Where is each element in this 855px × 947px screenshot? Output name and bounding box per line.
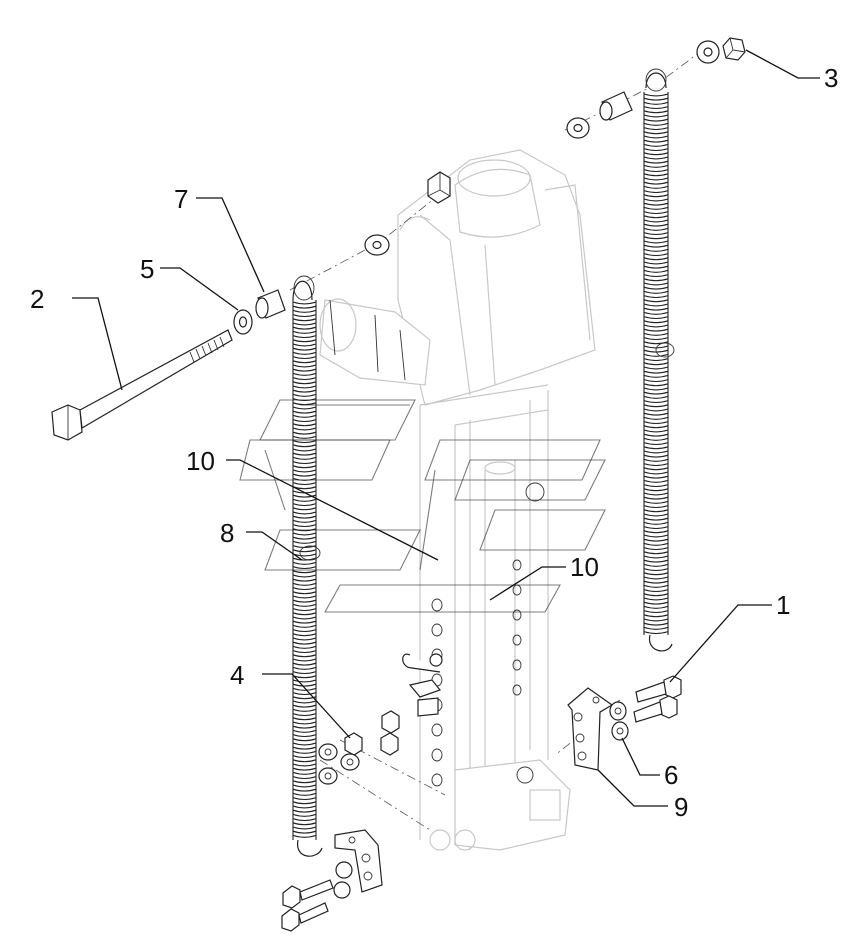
washer-part-5 bbox=[233, 309, 253, 335]
callout-7: 7 bbox=[174, 184, 188, 214]
callout-10-lower: 10 bbox=[570, 552, 599, 582]
nuts-washers-part-4 bbox=[318, 710, 400, 785]
lower-bolts-washers bbox=[281, 861, 353, 932]
washer-upper-mid bbox=[364, 234, 390, 256]
callout-6: 6 bbox=[664, 760, 678, 790]
pin-clip-left bbox=[402, 653, 443, 717]
callout-5: 5 bbox=[140, 254, 154, 284]
lower-bracket bbox=[334, 829, 383, 893]
callout-2: 2 bbox=[30, 284, 44, 314]
callout-8: 8 bbox=[220, 518, 234, 548]
right-bracket-part-9 bbox=[567, 687, 614, 771]
nut-top-housing bbox=[427, 171, 451, 204]
left-tension-spring bbox=[292, 275, 323, 857]
watermark-logo-graphic bbox=[239, 399, 606, 613]
bolts-part-1 bbox=[633, 675, 682, 723]
column-holes bbox=[431, 559, 522, 787]
callout-3: 3 bbox=[824, 63, 838, 93]
callout-labels: 1 2 3 4 5 6 7 8 9 10 10 bbox=[30, 63, 838, 822]
callout-10-upper: 10 bbox=[186, 446, 215, 476]
callout-9: 9 bbox=[674, 792, 688, 822]
callout-4: 4 bbox=[230, 660, 244, 690]
callout-1: 1 bbox=[776, 590, 790, 620]
nut-part-3 bbox=[722, 37, 746, 61]
washer-upper-right bbox=[566, 117, 590, 139]
spacer-upper-right bbox=[599, 91, 633, 121]
leader-lines bbox=[72, 49, 820, 807]
ghosted-housing bbox=[319, 149, 596, 851]
spacer-part-7 bbox=[255, 289, 286, 319]
washer-top-right bbox=[696, 40, 720, 64]
long-bolt-part-2 bbox=[51, 329, 233, 441]
washers-part-6 bbox=[609, 701, 629, 741]
right-tension-spring bbox=[643, 68, 675, 652]
